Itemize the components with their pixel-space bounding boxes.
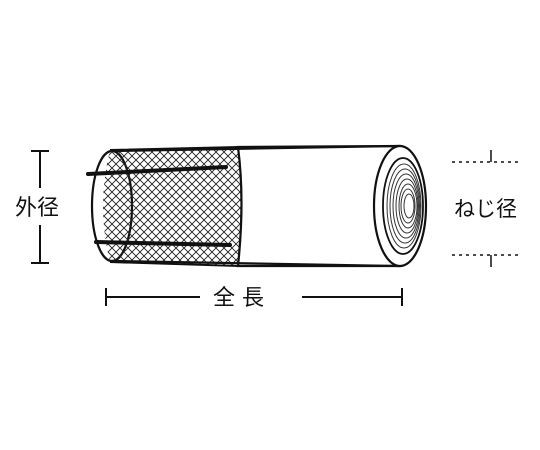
- outer-diameter-dimension: 外径: [15, 150, 59, 264]
- sleeve-body: [86, 144, 428, 268]
- expansion-slit-bottom: [94, 240, 232, 247]
- sleeve-smooth-body: [236, 144, 402, 268]
- thread-diameter-label: ねじ径: [454, 197, 517, 221]
- thread-bore-outer: [382, 157, 424, 255]
- thread-rings: [386, 163, 422, 249]
- sleeve-bottom-edge: [111, 259, 401, 268]
- outer-diameter-label: 外径: [15, 196, 59, 221]
- expansion-slit-top: [86, 165, 228, 176]
- knurl-band: [103, 147, 242, 266]
- total-length-dimension: 全 長: [105, 286, 403, 311]
- total-length-label: 全 長: [213, 286, 264, 311]
- sleeve-top-edge: [111, 144, 401, 153]
- thread-diameter-dimension: ねじ径: [452, 150, 520, 267]
